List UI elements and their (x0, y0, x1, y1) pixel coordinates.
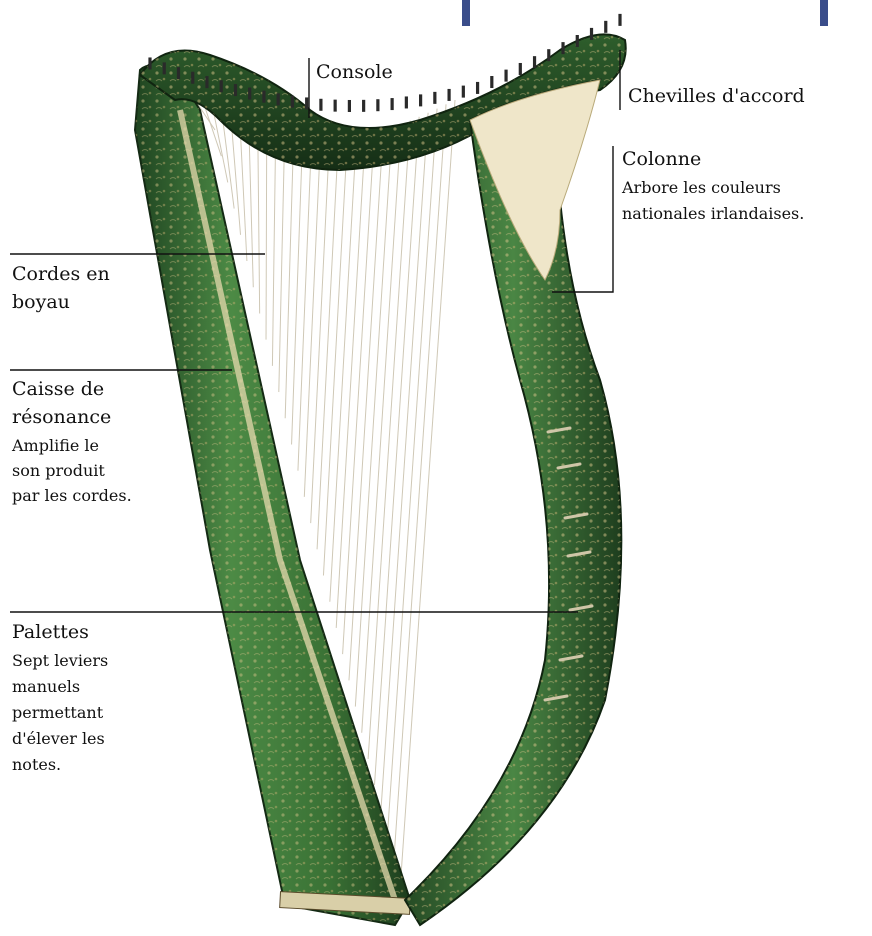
harp-string (272, 133, 275, 366)
tuning-pin (519, 63, 522, 75)
label-levers-desc-1: Sept leviers (12, 651, 108, 670)
tuning-pin (504, 70, 507, 82)
harp-string (336, 135, 365, 628)
tuning-pin (462, 86, 465, 98)
harp-string (362, 124, 401, 733)
tuning-pin (618, 14, 621, 26)
harp-string (298, 139, 312, 470)
harp-string (311, 140, 330, 523)
harp-string (343, 133, 375, 654)
tuning-pin (319, 99, 322, 111)
label-strings-2: boyau (12, 291, 70, 313)
harp-string (285, 137, 293, 418)
harp-string (266, 130, 267, 339)
top-mark-left (462, 0, 470, 26)
harp-string (349, 130, 383, 680)
label-soundbox-1: Caisse de (12, 378, 104, 400)
tuning-pin (291, 96, 294, 108)
tuning-pin (362, 100, 365, 112)
label-column: Colonne (622, 148, 701, 170)
label-levers: Palettes (12, 621, 89, 643)
tuning-pin (590, 28, 593, 40)
tuning-pin (376, 99, 379, 111)
label-levers-desc-5: notes. (12, 755, 61, 774)
harp-string (330, 137, 357, 602)
harp-string (304, 140, 320, 497)
tuning-pin (419, 94, 422, 106)
tuning-pin (277, 93, 280, 105)
label-levers-desc-2: manuels (12, 677, 80, 696)
harp-string (374, 117, 419, 785)
tuning-pin (604, 21, 607, 33)
tuning-pin (220, 80, 223, 92)
tuning-pin (447, 89, 450, 101)
label-levers-desc-3: permettant (12, 703, 104, 722)
tuning-pin (148, 57, 151, 69)
tuning-pin (163, 62, 166, 74)
label-soundbox-2: résonance (12, 406, 111, 428)
label-tuning-pins: Chevilles d'accord (628, 85, 805, 107)
tuning-pin (490, 76, 493, 88)
label-soundbox-desc-2: son produit (12, 461, 105, 480)
tuning-pin (248, 88, 251, 100)
tuning-pin (334, 100, 337, 112)
tuning-pin (405, 96, 408, 108)
tuning-pin (348, 100, 351, 112)
tuning-pin (177, 67, 180, 79)
tuning-pin (433, 92, 436, 104)
tuning-pin (576, 35, 579, 47)
label-strings-1: Cordes en (12, 263, 110, 285)
harp-string (394, 104, 446, 863)
harp-string (400, 100, 455, 890)
harp-string (279, 135, 285, 392)
tuning-pin (234, 84, 237, 96)
harp-string (249, 124, 253, 287)
harp-string (258, 128, 260, 314)
tuning-pin (305, 97, 308, 109)
tuning-pin (547, 49, 550, 61)
tuning-pin (191, 72, 194, 84)
tuning-pin (476, 82, 479, 94)
label-soundbox-desc-3: par les cordes. (12, 486, 132, 505)
tuning-pin (561, 42, 564, 54)
harp-string (368, 121, 410, 759)
label-column-desc-1: Arbore les couleurs (621, 178, 781, 197)
tuning-pin (533, 56, 536, 68)
tuning-pin (391, 98, 394, 110)
label-column-desc-2: nationales irlandaises. (622, 204, 804, 223)
label-levers-desc-4: d'élever les (12, 729, 105, 748)
top-mark-right (820, 0, 828, 26)
tuning-pin (262, 91, 265, 103)
label-soundbox-desc-1: Amplifie le (11, 436, 99, 455)
tuning-pin (205, 76, 208, 88)
label-console: Console (316, 61, 393, 83)
